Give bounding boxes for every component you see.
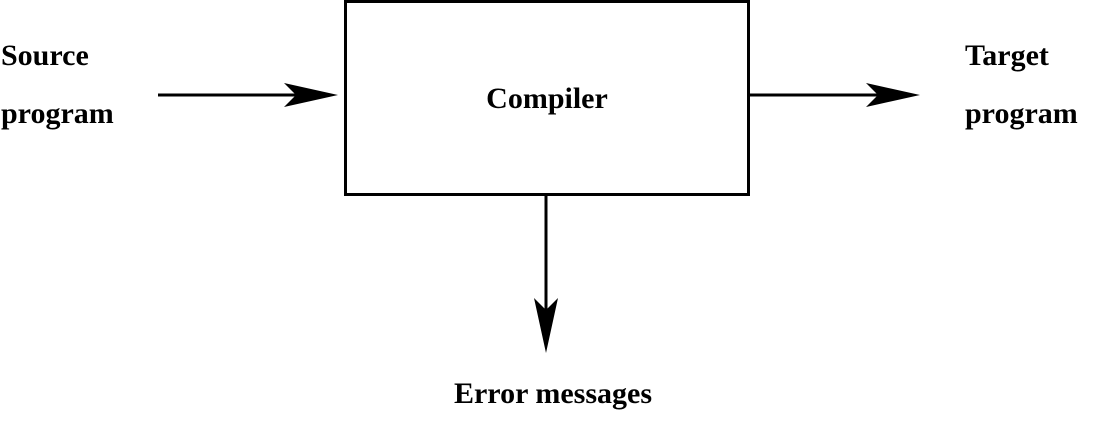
- source-label-line2: program: [1, 97, 114, 130]
- target-label-line1: Target: [965, 39, 1049, 72]
- input-arrow: [158, 83, 338, 107]
- error-arrow: [534, 195, 558, 353]
- source-label-line1: Source: [1, 39, 89, 72]
- compiler-label: Compiler: [486, 82, 608, 115]
- source-program-label: Source program: [1, 27, 114, 143]
- compiler-box: [344, 0, 750, 196]
- output-arrow: [749, 83, 920, 107]
- target-program-label: Target program: [965, 27, 1078, 143]
- target-label-line2: program: [965, 97, 1078, 130]
- error-messages-label: Error messages: [453, 377, 653, 410]
- compiler-diagram: [158, 0, 920, 353]
